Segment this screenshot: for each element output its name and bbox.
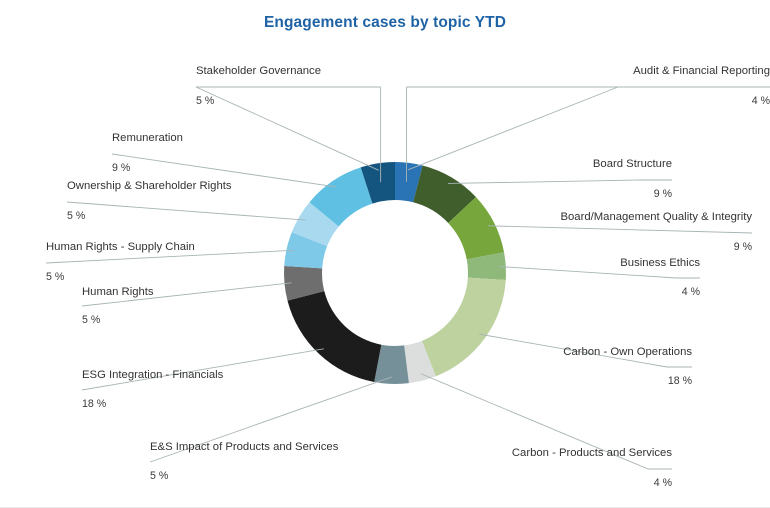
leader-line xyxy=(149,376,392,463)
donut-slice[interactable]: Carbon - Products and Services 4 % xyxy=(404,340,436,384)
slice-label-text: E&S Impact of Products and Services xyxy=(150,441,339,453)
slice-label-text: Board Structure xyxy=(593,158,672,170)
slice-label-text: Business Ethics xyxy=(620,257,700,269)
leader-line xyxy=(66,201,306,221)
slice-label-text: Carbon - Products and Services xyxy=(512,447,672,459)
leader-lines xyxy=(45,86,770,470)
slice-label-percent: 5 % xyxy=(46,271,65,283)
slice-label-percent: 5 % xyxy=(67,210,86,222)
donut-slice[interactable]: Stakeholder Governance 5 % xyxy=(360,162,395,204)
donut-slice[interactable]: Human Rights 5 % xyxy=(284,266,325,301)
leader-line xyxy=(81,282,292,307)
donut-slice[interactable]: Board/Management Quality & Integrity 9 % xyxy=(448,197,505,260)
page-title: Engagement cases by topic YTD xyxy=(263,14,507,31)
leader-line xyxy=(479,333,668,368)
donut-slice[interactable]: Carbon - Own Operations 18 % xyxy=(421,277,506,377)
donut-slice[interactable]: Remuneration 9 % xyxy=(309,167,373,227)
slice-label-text: Remuneration xyxy=(112,132,183,144)
slice-label-percent: 4 % xyxy=(752,95,770,107)
slice-label-percent: 4 % xyxy=(654,477,673,489)
slice-label-percent: 9 % xyxy=(112,162,131,174)
leader-line xyxy=(81,348,324,391)
slice-label-percent: 18 % xyxy=(668,375,693,387)
donut-slice[interactable]: Business Ethics 4 % xyxy=(466,252,506,280)
donut-slice[interactable]: ESG Integration - Financials 18 % xyxy=(287,291,382,383)
slice-label-text: Ownership & Shareholder Rights xyxy=(67,180,232,192)
leader-line xyxy=(111,153,337,188)
donut-slice[interactable]: Ownership & Shareholder Rights 5 % xyxy=(291,202,339,247)
leader-line xyxy=(45,249,294,264)
leader-line xyxy=(498,266,677,279)
slice-label-text: Carbon - Own Operations xyxy=(563,346,692,358)
leader-line xyxy=(407,86,619,171)
slice-label-percent: 9 % xyxy=(654,188,673,200)
donut-slices: Audit & Financial Reporting 4 %Board Str… xyxy=(284,162,506,384)
leader-line xyxy=(195,86,379,171)
slice-label-percent: 5 % xyxy=(82,314,101,326)
donut-slice[interactable]: E&S Impact of Products and Services 5 % xyxy=(374,344,409,384)
slice-label-text: ESG Integration - Financials xyxy=(82,369,224,381)
slice-label-text: Audit & Financial Reporting xyxy=(633,65,770,77)
slice-label-text: Human Rights xyxy=(82,286,154,298)
slice-labels: Audit & Financial Reporting 4 % Board Stru… xyxy=(46,65,770,489)
slice-label-percent: 18 % xyxy=(82,398,107,410)
slice-label-percent: 5 % xyxy=(150,470,169,482)
donut-slice[interactable]: Audit & Financial Reporting 4 % xyxy=(395,162,423,203)
donut-slice[interactable]: Board Structure 9 % xyxy=(413,165,476,224)
slice-label-percent: 4 % xyxy=(682,286,701,298)
leader-line xyxy=(420,373,649,470)
leader-line xyxy=(487,225,753,234)
leader-line xyxy=(447,179,641,184)
slice-label-text: Stakeholder Governance xyxy=(196,65,321,77)
slice-label-percent: 5 % xyxy=(196,95,215,107)
slice-label-text: Board/Management Quality & Integrity xyxy=(560,211,752,223)
slice-label-percent: 9 % xyxy=(734,241,753,253)
donut-slice[interactable]: Human Rights - Supply Chain 5 % xyxy=(284,232,328,269)
slice-label-text: Human Rights - Supply Chain xyxy=(46,241,195,253)
